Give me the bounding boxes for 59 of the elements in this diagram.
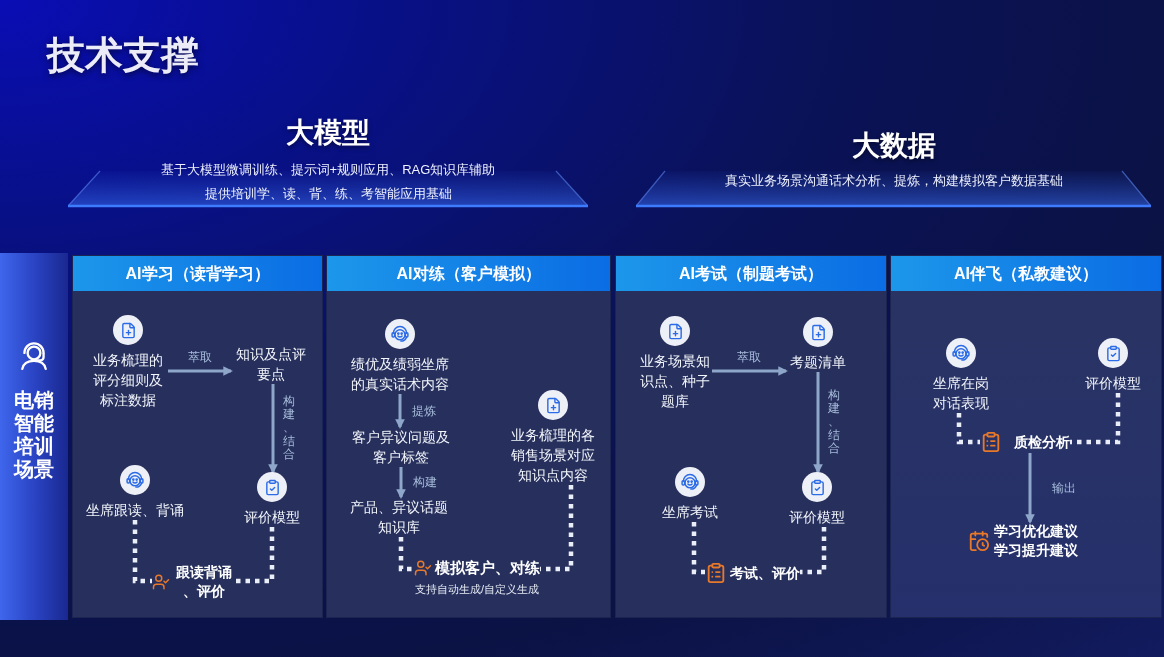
node-label: 学习提升建议 bbox=[994, 541, 1078, 560]
arrow bbox=[268, 384, 278, 474]
edge-label: 构建、结合 bbox=[828, 389, 840, 455]
dotted-connector bbox=[540, 485, 574, 572]
edge-label: 构建、结合 bbox=[283, 395, 295, 461]
node-label: 产品、异议话题知识库 bbox=[349, 498, 449, 537]
node-label: 客户异议问题及客户标签 bbox=[351, 428, 451, 467]
node-label: 坐席跟读、背诵 bbox=[85, 501, 185, 520]
edge-label: 构建 bbox=[413, 475, 437, 489]
node-label: 业务场景知识点、种子题库 bbox=[639, 352, 711, 411]
node-label: 知识及点评要点 bbox=[235, 345, 307, 384]
node-label: 坐席考试 bbox=[661, 503, 719, 522]
node-label: 考题清单 bbox=[789, 353, 847, 372]
panel-header: AI学习（读背学习） bbox=[73, 256, 322, 291]
dotted-connector bbox=[956, 413, 980, 445]
panel-header: AI伴飞（私教建议） bbox=[891, 256, 1161, 291]
scenario-panel bbox=[890, 255, 1162, 618]
scenario-panel bbox=[326, 255, 611, 618]
panel-header: AI对练（客户模拟） bbox=[327, 256, 610, 291]
node-label: 考试、评价 bbox=[730, 563, 800, 583]
node-label: 业务梳理的各销售场景对应知识点内容 bbox=[510, 426, 596, 485]
node-label: 评价模型 bbox=[243, 508, 301, 527]
node-label: 评价模型 bbox=[788, 508, 846, 527]
dotted-connector bbox=[1070, 393, 1121, 445]
sidebar-band bbox=[0, 253, 68, 620]
dotted-connector bbox=[398, 537, 414, 572]
dotted-connector bbox=[691, 522, 705, 575]
edge-label: 提炼 bbox=[412, 403, 436, 418]
arrow bbox=[813, 372, 823, 474]
section-heading: 大数据 bbox=[851, 129, 936, 163]
node-label: 模拟客户、对练 bbox=[435, 558, 540, 578]
node-label: 绩优及绩弱坐席的真实话术内容 bbox=[350, 355, 450, 394]
section-description: 真实业务场景沟通话术分析、提炼，构建模拟客户数据基础 bbox=[724, 172, 1063, 190]
section-heading: 大模型 bbox=[286, 116, 370, 150]
node-label: 质检分析 bbox=[1014, 432, 1070, 452]
edge-label: 萃取 bbox=[737, 350, 761, 364]
sidebar-title: 电销智能培训场景 bbox=[13, 389, 55, 481]
node-label: 坐席在岗对话表现 bbox=[932, 374, 990, 413]
section-description: 基于大模型微调训练、提示词+规则应用、RAG知识库辅助 bbox=[160, 161, 496, 179]
edge-label: 萃取 bbox=[187, 350, 212, 364]
scenario-panel bbox=[72, 255, 323, 618]
dotted-connector bbox=[800, 527, 827, 575]
arrow bbox=[395, 394, 405, 429]
node-label: 业务梳理的评分细则及标注数据 bbox=[92, 351, 164, 410]
node-caption: 支持自动生成/自定义生成 bbox=[414, 582, 540, 597]
dotted-connector bbox=[132, 520, 152, 584]
panel-header: AI考试（制题考试） bbox=[616, 256, 886, 291]
section-description: 提供培训学、读、背、练、考智能应用基础 bbox=[204, 185, 452, 203]
edge-label: 输出 bbox=[1052, 480, 1076, 495]
node-label: 学习优化建议 bbox=[994, 522, 1078, 541]
arrow bbox=[1025, 453, 1035, 524]
arrow bbox=[712, 366, 788, 376]
node-label: 评价模型 bbox=[1084, 374, 1142, 393]
scenario-panel bbox=[615, 255, 887, 618]
arrow bbox=[396, 467, 406, 499]
arrow bbox=[168, 366, 233, 376]
page-title: 技术支撑 bbox=[47, 33, 199, 77]
dotted-connector bbox=[234, 527, 275, 584]
node-label: 跟读背诵、评价 bbox=[175, 563, 233, 601]
